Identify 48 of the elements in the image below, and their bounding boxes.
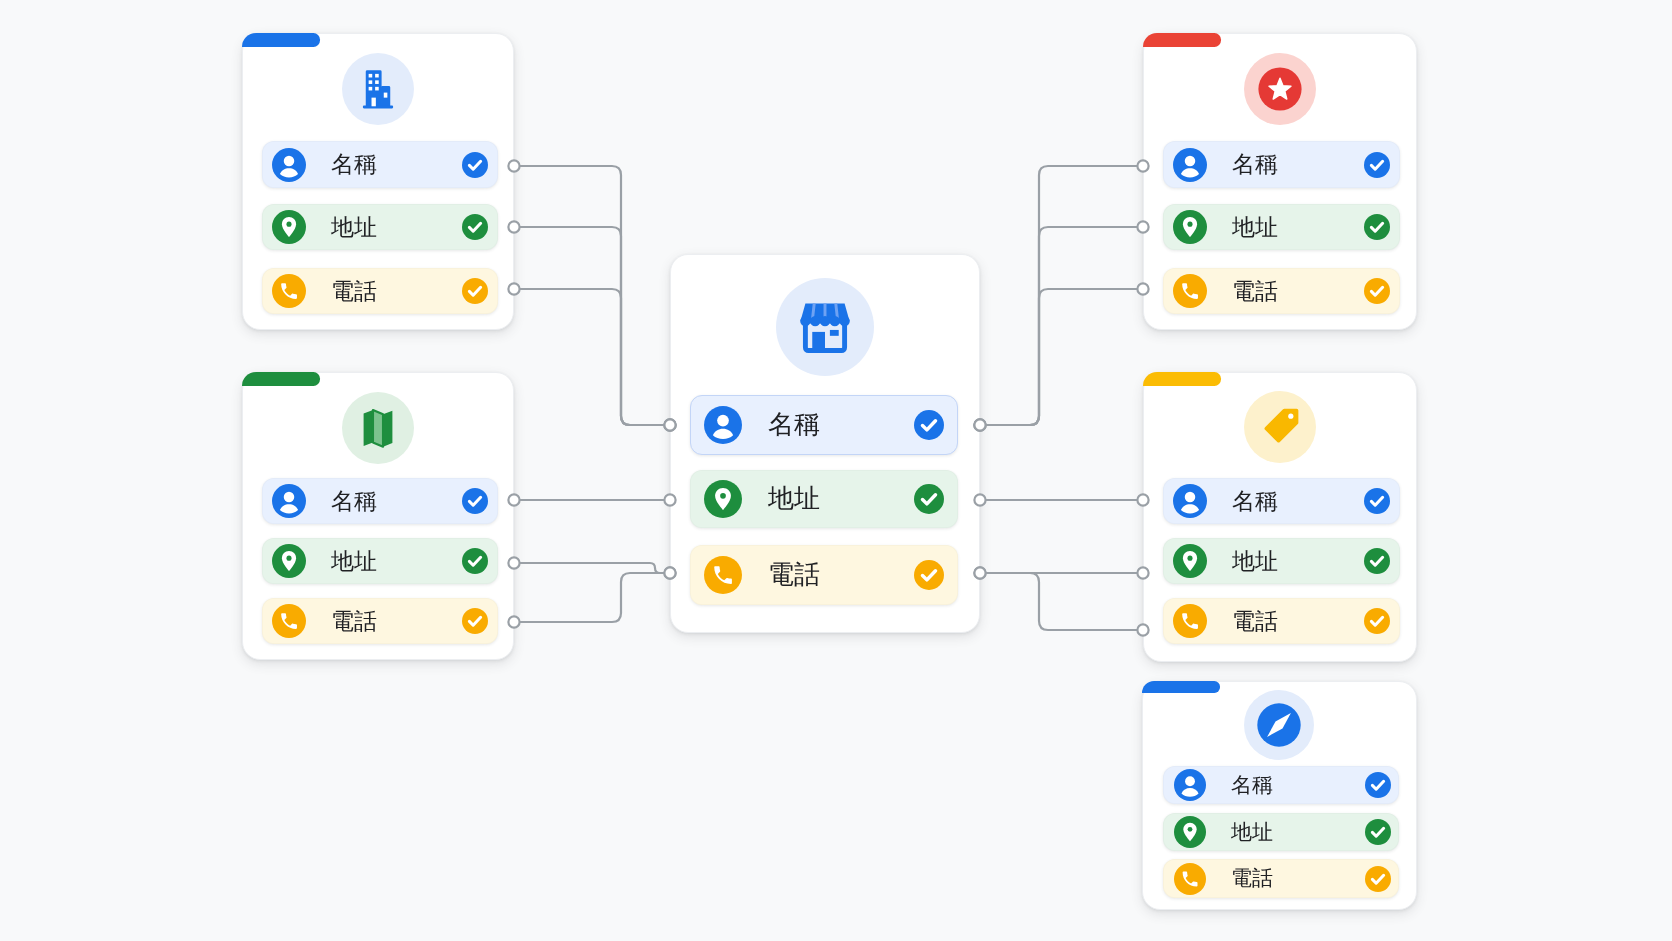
field-label: 電話 <box>1232 607 1278 635</box>
field-row <box>1163 598 1400 644</box>
field-label: 名稱 <box>1231 772 1273 798</box>
card <box>1143 372 1417 662</box>
field-row <box>1163 204 1400 250</box>
field-row <box>1163 268 1400 314</box>
connector <box>973 493 1150 507</box>
field-row <box>690 545 958 605</box>
field-label: 名稱 <box>1232 151 1278 178</box>
connector <box>973 566 1150 637</box>
card <box>242 33 514 330</box>
field-label: 電話 <box>768 560 820 590</box>
field-label: 電話 <box>331 607 377 635</box>
field-label: 電話 <box>1231 866 1273 891</box>
field-label: 名稱 <box>331 151 377 178</box>
card <box>1143 33 1417 330</box>
field-label: 電話 <box>331 277 377 305</box>
connector <box>507 566 677 629</box>
field-label: 地址 <box>1231 819 1273 845</box>
field-row <box>262 141 498 188</box>
field-label: 地址 <box>1232 213 1278 241</box>
field-label: 電話 <box>1232 277 1278 305</box>
field-label: 地址 <box>331 213 377 241</box>
card <box>670 254 980 633</box>
field-row <box>1163 141 1400 188</box>
field-row <box>690 395 958 455</box>
connector <box>973 282 1150 432</box>
field-row <box>262 268 498 314</box>
field-label: 地址 <box>768 484 820 514</box>
field-row <box>1163 813 1399 851</box>
field-label: 地址 <box>1232 547 1278 575</box>
field-row <box>1163 859 1399 898</box>
field-row <box>262 598 498 644</box>
field-row <box>690 470 958 528</box>
field-row <box>1163 478 1400 524</box>
field-label: 名稱 <box>1232 487 1278 515</box>
connector <box>507 493 677 507</box>
card <box>242 372 514 660</box>
field-label: 地址 <box>331 547 377 575</box>
field-label: 名稱 <box>767 409 820 440</box>
field-row <box>262 478 498 524</box>
card <box>1142 681 1417 910</box>
field-row <box>1163 766 1399 804</box>
connector <box>507 282 677 432</box>
field-row <box>262 204 498 250</box>
field-label: 名稱 <box>331 487 377 515</box>
field-row <box>1163 538 1400 584</box>
field-row <box>262 538 498 584</box>
